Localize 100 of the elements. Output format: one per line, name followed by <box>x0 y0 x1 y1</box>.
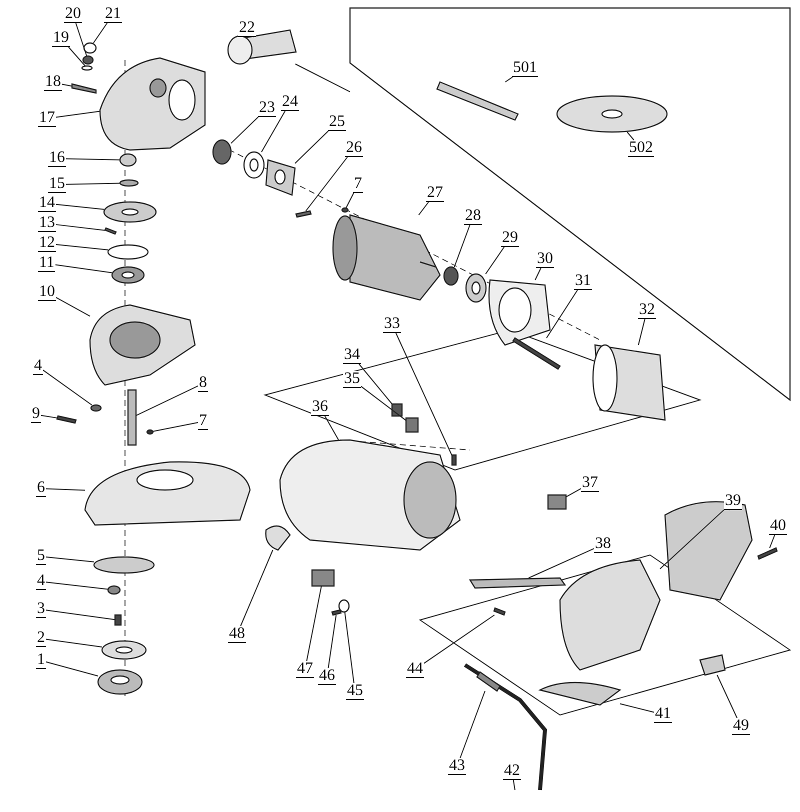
leader-line <box>485 246 505 274</box>
leader-line <box>346 192 354 208</box>
callout-number: 18 <box>44 74 62 91</box>
grinding-disc <box>556 95 668 133</box>
leader-line <box>230 116 259 144</box>
callout-number: 11 <box>38 255 56 272</box>
ring-terminal <box>338 599 350 613</box>
wrench <box>436 81 519 121</box>
callout-number: 501 <box>512 60 538 77</box>
callout-number: 38 <box>594 536 612 553</box>
leader-line <box>152 422 198 432</box>
nut <box>82 55 94 65</box>
gear-cover <box>89 304 196 386</box>
leader-line <box>66 158 120 160</box>
leader-line <box>534 268 542 280</box>
callout-number: 23 <box>258 100 276 117</box>
handle-shell <box>559 559 661 671</box>
leader-line <box>620 703 654 713</box>
callout-number: 22 <box>238 20 256 37</box>
callout-number: 16 <box>48 150 66 167</box>
callout-number: 37 <box>581 475 599 492</box>
callout-number: 15 <box>48 176 66 193</box>
brush-holder <box>391 403 403 417</box>
callout-number: 6 <box>36 480 46 497</box>
leader-line <box>566 488 582 498</box>
cable-clamp <box>699 654 726 676</box>
leader-line <box>294 130 329 164</box>
callout-number: 41 <box>654 706 672 723</box>
callout-number: 33 <box>383 316 401 333</box>
callout-number: 21 <box>104 6 122 23</box>
leader-line <box>66 182 120 185</box>
callout-number: 14 <box>38 195 56 212</box>
leader-line <box>46 556 94 562</box>
leader-line <box>638 318 646 346</box>
leader-line <box>305 156 348 212</box>
leader-line <box>395 332 452 456</box>
callout-number: 4 <box>36 573 46 590</box>
switch <box>311 569 335 587</box>
cord-sleeve <box>539 682 621 706</box>
callout-number: 43 <box>448 758 466 775</box>
leader-line <box>56 296 90 317</box>
callout-number: 45 <box>346 683 364 700</box>
callout-number: 10 <box>38 284 56 301</box>
screw <box>56 415 77 424</box>
callout-number: 7 <box>198 413 208 430</box>
key-pin <box>341 207 349 213</box>
leader-line <box>42 370 92 406</box>
flange <box>101 640 147 660</box>
leader-line <box>68 46 86 66</box>
power-cord <box>464 663 548 790</box>
bevel-gear <box>103 201 157 223</box>
callout-number: 47 <box>296 661 314 678</box>
leader-line <box>454 224 470 268</box>
leader-line <box>306 586 322 662</box>
bearing <box>443 266 459 286</box>
washer <box>107 585 121 595</box>
nut <box>119 153 137 167</box>
washer <box>81 65 93 71</box>
callout-number: 35 <box>343 371 361 388</box>
key-pin <box>146 429 154 435</box>
callout-number: 2 <box>36 630 46 647</box>
leader-line <box>418 202 430 216</box>
spindle <box>127 389 137 446</box>
leader-line <box>261 110 286 152</box>
switch-bar <box>468 577 566 589</box>
leader-line <box>240 550 274 626</box>
callout-number: 29 <box>501 230 519 247</box>
leader-line <box>460 690 486 758</box>
callout-number: 25 <box>328 114 346 131</box>
leader-line <box>528 548 594 578</box>
leader-line <box>56 110 100 118</box>
motor-housing <box>279 439 461 551</box>
screw <box>451 454 457 466</box>
callout-number: 20 <box>64 6 82 23</box>
washer <box>119 179 139 187</box>
leader-line <box>46 661 98 677</box>
callout-number: 13 <box>38 215 56 232</box>
callout-number: 24 <box>281 94 299 111</box>
leader-line <box>769 534 776 548</box>
callout-number: 30 <box>536 251 554 268</box>
leader-line <box>62 84 72 87</box>
leader-line <box>504 76 514 82</box>
callout-number: 3 <box>36 601 46 618</box>
leader-line <box>56 244 108 250</box>
callout-number: 27 <box>426 185 444 202</box>
callout-number: 19 <box>52 30 70 47</box>
callout-number: 31 <box>574 273 592 290</box>
leader-line <box>328 614 337 668</box>
stator <box>592 344 666 421</box>
bearing-plate <box>107 244 149 260</box>
callout-number: 9 <box>31 406 41 423</box>
leader-line <box>46 582 108 590</box>
carbon-brush <box>547 494 567 510</box>
callout-number: 34 <box>343 347 361 364</box>
callout-number: 40 <box>769 518 787 535</box>
screw <box>295 210 312 218</box>
callout-number: 26 <box>345 140 363 157</box>
assembly-line <box>294 64 350 92</box>
leader-line <box>136 385 198 416</box>
leader-line <box>46 488 86 491</box>
